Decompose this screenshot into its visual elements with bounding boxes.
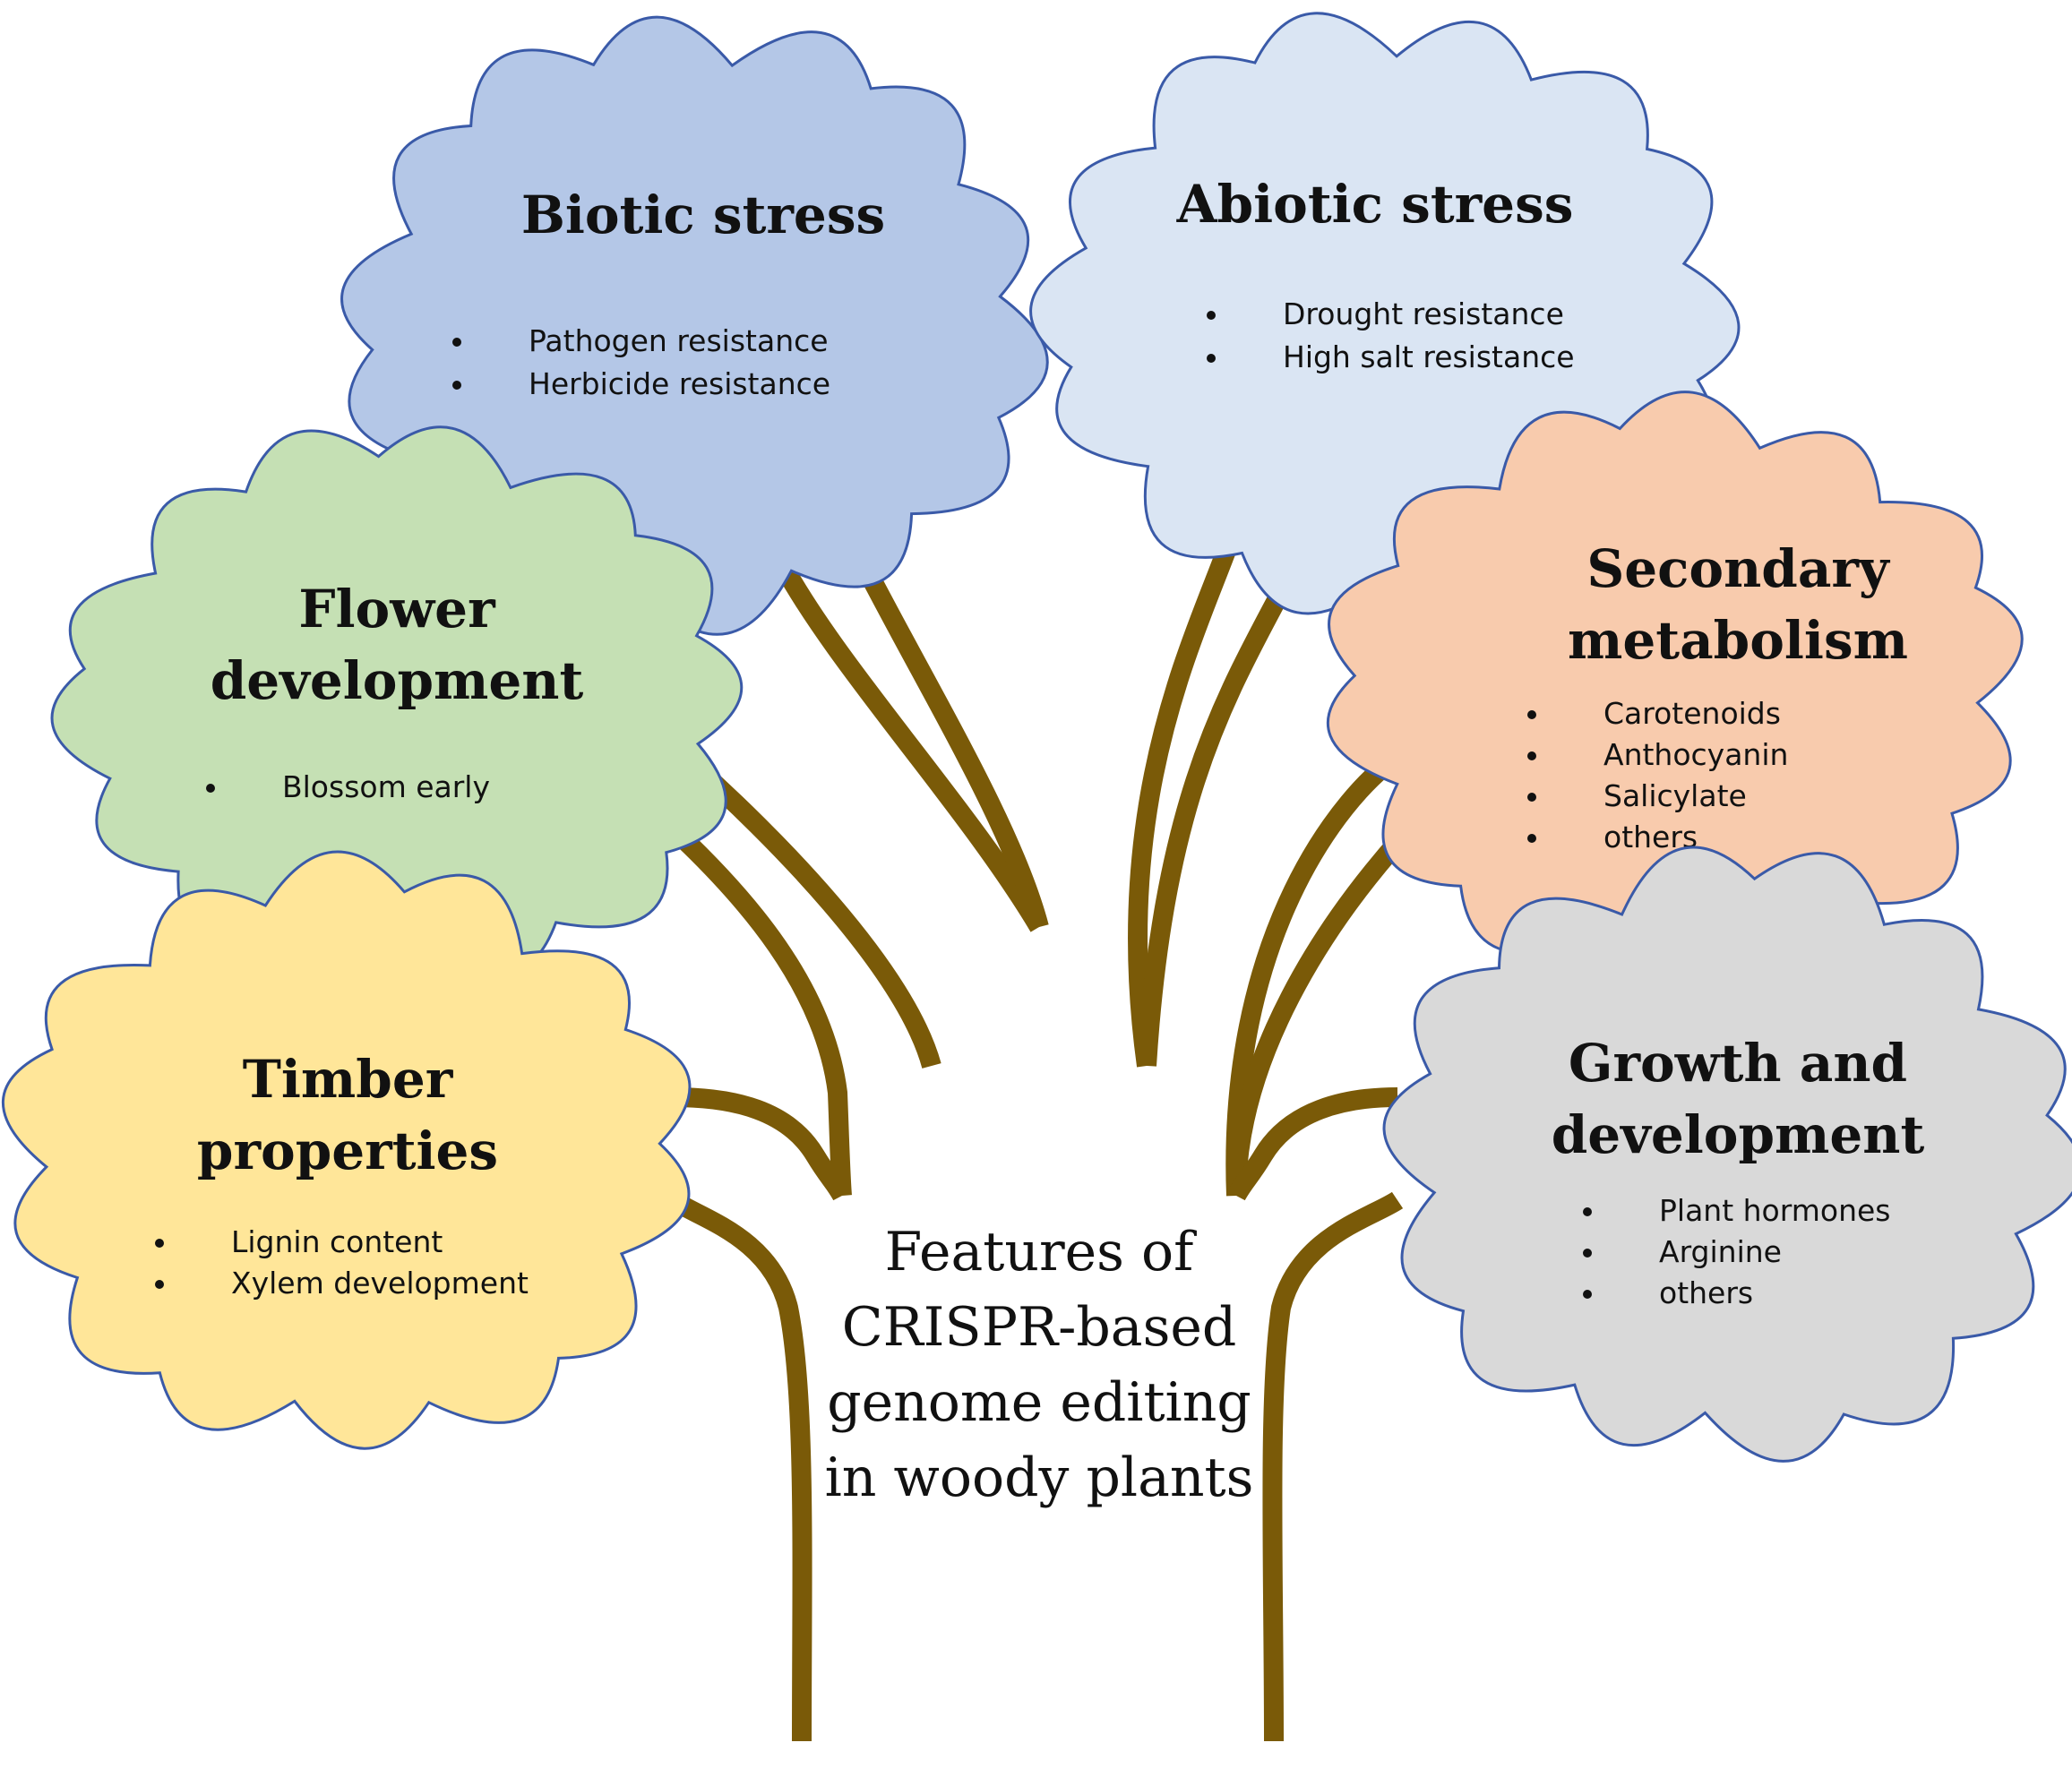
bullet-dot-icon xyxy=(1207,354,1216,363)
cloud-item-secondary-2: Anthocyanin xyxy=(1603,737,1788,772)
cloud-item-secondary-1: Carotenoids xyxy=(1603,696,1781,731)
bullet-dot-icon xyxy=(452,381,461,390)
bullet-dot-icon xyxy=(1583,1290,1592,1299)
cloud-item-growth-1: Plant hormones xyxy=(1659,1193,1890,1228)
trunk-left-line xyxy=(667,1191,812,1742)
tree-trunk xyxy=(667,544,1410,1742)
cloud-shape-timber xyxy=(1,850,692,1450)
cloud-title-flower-line-2: development xyxy=(211,650,584,711)
branch-biotic-right xyxy=(847,544,1049,930)
cloud-item-growth-2: Arginine xyxy=(1659,1234,1782,1269)
cloud-item-timber-1: Lignin content xyxy=(231,1224,443,1259)
cloud-shape-growth xyxy=(1382,846,2072,1463)
cloud-title-secondary-line-2: metabolism xyxy=(1568,610,1908,671)
bullet-dot-icon xyxy=(1527,834,1536,843)
center-label-line-1: Features of xyxy=(885,1221,1198,1283)
branch-secondary-lower xyxy=(1226,830,1410,1197)
cloud-item-timber-2: Xylem development xyxy=(231,1266,529,1301)
cloud-title-timber-line-2: properties xyxy=(197,1120,498,1181)
branch-abiotic-left xyxy=(1128,545,1237,1068)
bullet-dot-icon xyxy=(1527,751,1536,760)
cloud-item-biotic-1: Pathogen resistance xyxy=(529,323,829,358)
cloud-item-abiotic-1: Drought resistance xyxy=(1283,296,1564,331)
cloud-title-flower-line-1: Flower xyxy=(298,579,496,640)
cloud-title-growth-line-1: Growth and xyxy=(1569,1033,1907,1094)
bullet-dot-icon xyxy=(1527,710,1536,719)
bullet-dot-icon xyxy=(206,784,215,793)
branch-timber-inner xyxy=(673,1087,851,1201)
bullet-dot-icon xyxy=(1583,1207,1592,1216)
cloud-item-growth-3: others xyxy=(1659,1275,1753,1310)
branch-flower-lower xyxy=(670,826,852,1197)
cloud-item-secondary-3: Salicylate xyxy=(1603,778,1747,813)
trunk-right-line xyxy=(1262,1191,1404,1742)
cloud-item-flower-1: Blossom early xyxy=(282,769,490,804)
bullet-dot-icon xyxy=(452,338,461,347)
bullet-dot-icon xyxy=(155,1280,164,1289)
cloud-item-biotic-2: Herbicide resistance xyxy=(529,366,830,401)
branch-growth-inner xyxy=(1227,1087,1398,1201)
branch-abiotic-right xyxy=(1137,560,1304,1067)
bullet-dot-icon xyxy=(1527,793,1536,802)
branch-biotic-left xyxy=(769,550,1048,932)
cloud-title-secondary-line-1: Secondary xyxy=(1586,538,1891,599)
cloud-title-growth-line-2: development xyxy=(1552,1104,1925,1165)
cloud-item-abiotic-2: High salt resistance xyxy=(1283,339,1575,374)
cloud-secondary: Secondary metabolismCarotenoidsAnthocyani… xyxy=(1326,391,2024,982)
center-label-line-4: in woody plants xyxy=(825,1446,1254,1509)
cloud-shape-secondary xyxy=(1326,391,2024,982)
cloud-title-timber-line-1: Timber xyxy=(243,1049,454,1110)
cloud-shape-biotic xyxy=(340,15,1049,636)
center-label-line-2: CRISPR-based xyxy=(842,1296,1237,1359)
cloud-title-biotic-line-1: Biotic stress xyxy=(521,185,885,245)
bullet-dot-icon xyxy=(1583,1249,1592,1258)
center-label-line-3: genome editing xyxy=(827,1371,1251,1434)
center-label: Features of CRISPR-based genome editing … xyxy=(825,1221,1254,1509)
cloud-title-abiotic-line-1: Abiotic stress xyxy=(1176,174,1574,235)
bullet-dot-icon xyxy=(155,1239,164,1248)
bullet-dot-icon xyxy=(1207,311,1216,320)
